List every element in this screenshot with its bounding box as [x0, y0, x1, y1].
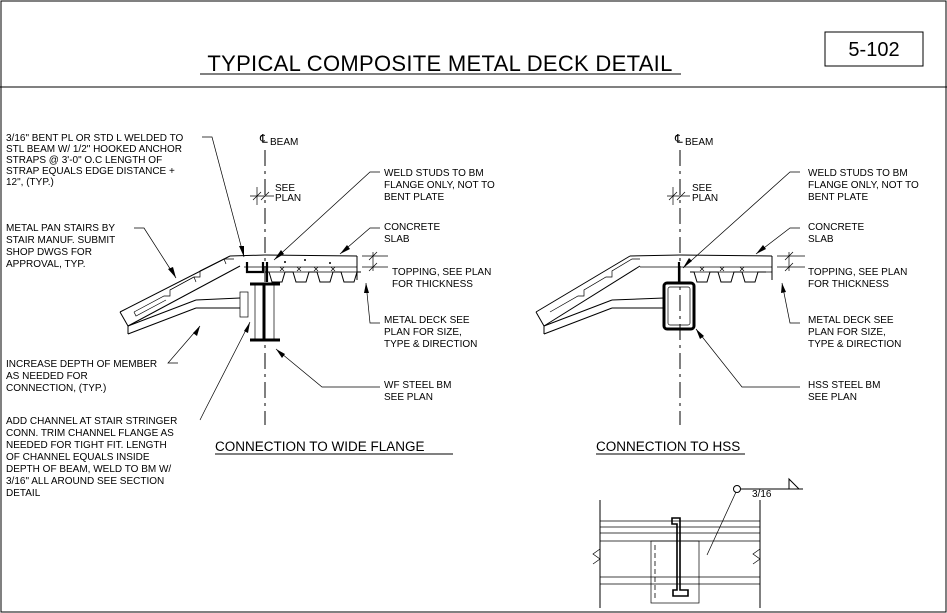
- svg-text:CONNECTION, (TYP.): CONNECTION, (TYP.): [6, 383, 106, 394]
- svg-text:TOPPING, SEE PLAN: TOPPING, SEE PLAN: [392, 267, 491, 278]
- see-plan-line-1: SEE: [275, 183, 295, 194]
- svg-text:℄: ℄: [674, 132, 683, 146]
- svg-text:BENT PLATE: BENT PLATE: [384, 192, 445, 203]
- svg-text:WELD STUDS TO BM: WELD STUDS TO BM: [384, 168, 484, 179]
- svg-text:PLAN: PLAN: [692, 193, 718, 204]
- rebar-marks: [279, 266, 336, 272]
- weld-size: 3/16: [752, 489, 772, 500]
- centerline-label-hss: BEAM: [685, 137, 713, 148]
- break-line-right: [752, 548, 761, 565]
- centerline-symbol: ℄: [259, 132, 268, 146]
- stair-channel: [239, 291, 249, 318]
- svg-text:WF STEEL BM: WF STEEL BM: [384, 380, 451, 391]
- svg-text:INCREASE DEPTH OF MEMBER: INCREASE DEPTH OF MEMBER: [6, 359, 157, 370]
- sheet-title: TYPICAL COMPOSITE METAL DECK DETAIL: [207, 51, 672, 76]
- svg-text:SEE PLAN: SEE PLAN: [808, 392, 857, 403]
- metal-deck: [265, 271, 361, 283]
- svg-text:STRAPS @ 3'-0" O.C LENGTH OF: STRAPS @ 3'-0" O.C LENGTH OF: [6, 155, 162, 166]
- svg-text:METAL PAN STAIRS BY: METAL PAN STAIRS BY: [6, 223, 115, 234]
- svg-text:PLAN FOR SIZE,: PLAN FOR SIZE,: [384, 327, 462, 338]
- see-plan-line-2: PLAN: [275, 193, 301, 204]
- bent-plate: [245, 262, 265, 274]
- svg-text:CONCRETE: CONCRETE: [808, 222, 864, 233]
- caption-hss: CONNECTION TO HSS: [596, 439, 740, 454]
- svg-text:DEPTH OF BEAM, WELD TO BM W/: DEPTH OF BEAM, WELD TO BM W/: [6, 464, 171, 475]
- svg-text:STL BEAM W/ 1/2" HOOKED ANCHO: STL BEAM W/ 1/2" HOOKED ANCHOR: [6, 144, 182, 155]
- caption-wide-flange: CONNECTION TO WIDE FLANGE: [215, 439, 425, 454]
- sheet-number-box: [824, 31, 924, 67]
- svg-text:METAL DECK SEE: METAL DECK SEE: [384, 315, 470, 326]
- channel-outline: [650, 540, 700, 604]
- svg-text:3/16" ALL AROUND SEE SECTION: 3/16" ALL AROUND SEE SECTION: [6, 476, 164, 487]
- svg-text:FLANGE ONLY, NOT TO: FLANGE ONLY, NOT TO: [808, 180, 919, 191]
- svg-text:FOR THICKNESS: FOR THICKNESS: [392, 279, 473, 290]
- svg-text:STRAP EQUALS EDGE DISTANCE +: STRAP EQUALS EDGE DISTANCE +: [6, 166, 175, 177]
- svg-text:SEE: SEE: [692, 183, 712, 194]
- detail-hss: ℄ BEAM SEE PLAN: [535, 132, 919, 455]
- section-detail: 3/16: [592, 477, 803, 608]
- wf-beam: [250, 282, 280, 342]
- weld-all-around-symbol: [733, 485, 741, 493]
- svg-text:TYPE & DIRECTION: TYPE & DIRECTION: [384, 339, 477, 350]
- svg-text:METAL DECK SEE: METAL DECK SEE: [808, 315, 894, 326]
- svg-text:CONCRETE: CONCRETE: [384, 222, 440, 233]
- centerline-label: BEAM: [270, 137, 298, 148]
- svg-text:12", (TYP.): 12", (TYP.): [6, 177, 54, 188]
- hss-beam: [662, 281, 696, 331]
- svg-text:FLANGE ONLY, NOT TO: FLANGE ONLY, NOT TO: [384, 180, 495, 191]
- notes-hss-right-column: WELD STUDS TO BM FLANGE ONLY, NOT TO BEN…: [808, 168, 919, 403]
- svg-text:WELD STUDS TO BM: WELD STUDS TO BM: [808, 168, 908, 179]
- svg-text:AS NEEDED FOR: AS NEEDED FOR: [6, 371, 88, 382]
- notes-wf-right-column: WELD STUDS TO BM FLANGE ONLY, NOT TO BEN…: [384, 168, 495, 403]
- svg-text:SHOP DWGS FOR: SHOP DWGS FOR: [6, 247, 92, 258]
- fillet-weld-symbol: [788, 477, 800, 490]
- svg-text:SEE PLAN: SEE PLAN: [384, 392, 433, 403]
- svg-text:TYPE & DIRECTION: TYPE & DIRECTION: [808, 339, 901, 350]
- svg-text:HSS STEEL BM: HSS STEEL BM: [808, 380, 880, 391]
- svg-text:APPROVAL, TYP.: APPROVAL, TYP.: [6, 259, 85, 270]
- detail-wide-flange: ℄ BEAM SEE PLAN: [6, 132, 495, 499]
- svg-text:SLAB: SLAB: [384, 234, 410, 245]
- sheet-number: 5-102: [848, 39, 899, 61]
- channel-section: [671, 517, 689, 597]
- stair-treads: [133, 258, 234, 313]
- stair-stringer-hss: [535, 255, 631, 313]
- notes-left-column: 3/16" BENT PL OR STD L WELDED TO STL BEA…: [6, 133, 184, 499]
- svg-text:ADD CHANNEL AT STAIR STRINGER: ADD CHANNEL AT STAIR STRINGER: [6, 416, 177, 427]
- svg-text:FOR THICKNESS: FOR THICKNESS: [808, 279, 889, 290]
- break-line-left: [592, 548, 601, 565]
- svg-text:3/16" BENT PL OR STD L WELDED: 3/16" BENT PL OR STD L WELDED TO: [6, 133, 184, 144]
- svg-text:BENT PLATE: BENT PLATE: [808, 192, 869, 203]
- svg-text:PLAN FOR SIZE,: PLAN FOR SIZE,: [808, 327, 886, 338]
- metal-deck-hss: [690, 271, 766, 283]
- weld-leader: [706, 491, 737, 556]
- svg-text:NEEDED FOR TIGHT FIT. LENGTH: NEEDED FOR TIGHT FIT. LENGTH: [6, 440, 167, 451]
- svg-text:TOPPING, SEE PLAN: TOPPING, SEE PLAN: [808, 267, 907, 278]
- svg-text:OF CHANNEL EQUALS INSIDE: OF CHANNEL EQUALS INSIDE: [6, 452, 150, 463]
- svg-text:DETAIL: DETAIL: [6, 488, 41, 499]
- svg-text:CONN. TRIM CHANNEL FLANGE AS: CONN. TRIM CHANNEL FLANGE AS: [6, 428, 174, 439]
- svg-text:SLAB: SLAB: [808, 234, 834, 245]
- svg-text:STAIR MANUF. SUBMIT: STAIR MANUF. SUBMIT: [6, 235, 115, 246]
